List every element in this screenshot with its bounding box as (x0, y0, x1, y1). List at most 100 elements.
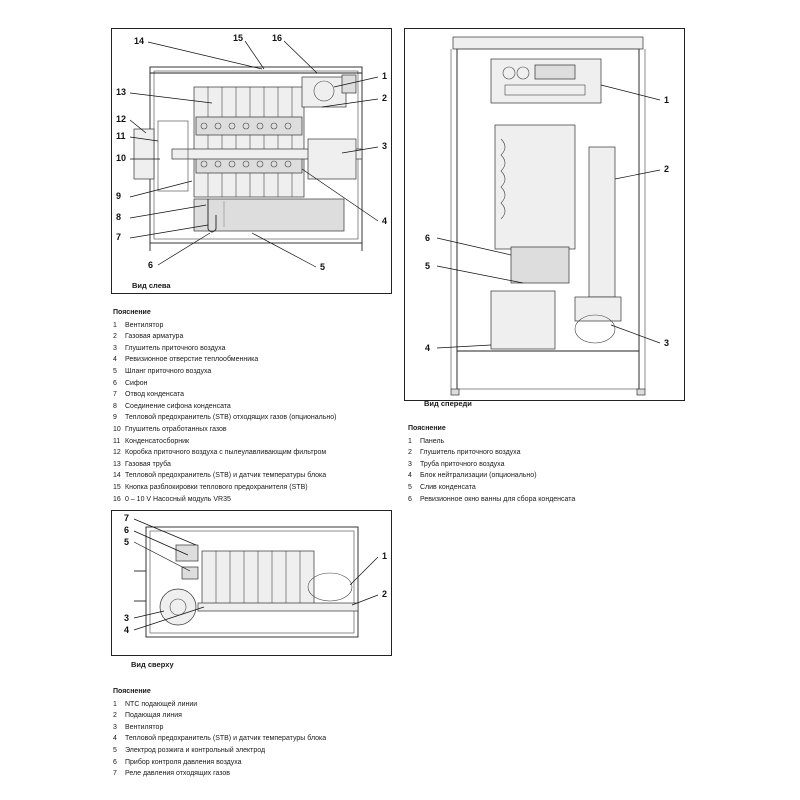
legend-item-number: 6 (113, 758, 117, 766)
top-view-drawing: 7 6 5 1 2 3 4 (124, 513, 387, 638)
callout-5: 5 (425, 261, 430, 271)
legend-item-text: Прибор контроля давления воздуха (125, 758, 242, 766)
callout-10: 10 (116, 153, 126, 163)
legend-item-text: Электрод розжига и контрольный электрод (125, 746, 266, 754)
callout-15: 15 (233, 33, 243, 43)
legend-item-number: 5 (113, 746, 117, 754)
legend-item-text: Слив конденсата (420, 483, 476, 491)
legend-item-number: 4 (408, 472, 412, 480)
callout-4: 4 (124, 625, 129, 635)
legend-item-text: Кнопка разблокировки теплового предохран… (125, 483, 308, 491)
callout-9: 9 (116, 191, 121, 201)
legend-item: 5 Электрод розжига и контрольный электрод (113, 745, 403, 757)
callout-6: 6 (148, 260, 153, 270)
legend-item-text: Ревизионное отверстие теплообменника (125, 356, 259, 364)
legend-item-number: 3 (113, 344, 117, 352)
callout-13: 13 (116, 87, 126, 97)
legend-item-text: Подающая линия (125, 712, 182, 720)
legend-title: Пояснение (113, 309, 151, 316)
heat-exchanger (193, 86, 305, 198)
callout-5: 5 (124, 537, 129, 547)
legend-item-number: 3 (113, 723, 117, 731)
legend-title: Пояснение (113, 688, 151, 695)
legend-item: 1 NTC подающей линии (113, 699, 403, 711)
legend-item: 14 Тепловой предохранитель (STB) и датчик… (113, 470, 403, 482)
legend-item-number: 9 (113, 414, 117, 422)
front-view-panel: 1 2 6 5 3 4 (404, 28, 685, 401)
legend-item-text: Глушитель приточного воздуха (125, 344, 226, 352)
callout-16: 16 (272, 33, 282, 43)
front-view-caption: Вид спереди (424, 399, 472, 408)
legend-item: 6 Ревизионное окно ванны для сбора конден… (408, 494, 678, 506)
legend-item-text: Коробка приточного воздуха с пылеулавлив… (125, 449, 327, 457)
left-view-panel: 14 15 16 1 2 13 12 11 10 3 9 8 4 7 6 5 В… (111, 28, 392, 294)
callout-1: 1 (382, 71, 387, 81)
callout-4: 4 (382, 216, 387, 226)
legend-item-number: 2 (113, 712, 117, 720)
legend-item: 10 Глушитель отработанных газов (113, 424, 403, 436)
callout-3: 3 (124, 613, 129, 623)
callout-2: 2 (664, 164, 669, 174)
legend-item-text: Панель (420, 437, 445, 445)
legend-item-number: 7 (113, 391, 117, 399)
legend-item-number: 14 (113, 472, 121, 480)
callout-2: 2 (382, 93, 387, 103)
legend-item-number: 7 (113, 770, 117, 778)
legend-item-number: 3 (408, 460, 412, 468)
legend-item-text: Ревизионное окно ванны для сбора конденс… (420, 495, 576, 503)
legend-item-text: Газовая труба (125, 460, 171, 468)
legend-item-number: 8 (113, 402, 117, 410)
legend-item: 3 Труба приточного воздуха (408, 459, 678, 471)
legend-item-number: 4 (113, 356, 117, 364)
fan-assembly (301, 74, 357, 108)
legend-item-text: Труба приточного воздуха (420, 460, 505, 468)
callout-1: 1 (382, 551, 387, 561)
legend-item-number: 2 (113, 333, 117, 341)
legend-item-number: 2 (408, 449, 412, 457)
legend-item-number: 15 (113, 483, 121, 491)
legend-item-text: Вентилятор (125, 321, 164, 329)
legend-item-number: 1 (408, 437, 412, 445)
legend-item-text: Тепловой предохранитель (STB) отходящих … (125, 414, 337, 422)
legend-item-number: 1 (113, 700, 117, 708)
callout-14: 14 (134, 36, 144, 46)
heat-exchanger-top (201, 550, 315, 608)
legend-item-text: Блок нейтрализации (опционально) (420, 472, 537, 480)
legend-item-text: Глушитель отработанных газов (125, 425, 227, 433)
legend-item: 2 Подающая линия (113, 710, 403, 722)
legend-item-number: 6 (408, 495, 412, 503)
legend-item-text: Сифон (125, 379, 148, 387)
legend-item: 3 Глушитель приточного воздуха (113, 343, 403, 355)
legend-item-number: 16 (113, 495, 121, 503)
callout-7: 7 (124, 513, 129, 523)
legend-title: Пояснение (408, 425, 446, 432)
legend-item-text: Тепловой предохранитель (STB) и датчик т… (125, 472, 327, 480)
top-view-panel: 7 6 5 1 2 3 4 (111, 510, 392, 656)
legend-item-text: Глушитель приточного воздуха (420, 449, 521, 457)
legend-item-text: Вентилятор (125, 723, 164, 731)
callout-7: 7 (116, 232, 121, 242)
legend-item-number: 11 (113, 437, 121, 445)
left-view-drawing: 14 15 16 1 2 13 12 11 10 3 9 8 4 7 6 5 (116, 33, 387, 272)
legend-item-text: NTC подающей линии (125, 700, 198, 708)
top-view-caption: Вид сверху (131, 660, 174, 669)
legend-item: 3 Вентилятор (113, 722, 403, 734)
callout-6: 6 (124, 525, 129, 535)
legend-item-number: 10 (113, 425, 121, 433)
callout-4: 4 (425, 343, 430, 353)
legend-item: 15 Кнопка разблокировки теплового предохр… (113, 482, 403, 494)
legend-item: 9 Тепловой предохранитель (STB) отходящих… (113, 412, 403, 424)
legend-item-number: 6 (113, 379, 117, 387)
front-view-legend: Пояснение 1 Панель 2 Глушитель приточного в… (408, 423, 678, 505)
callout-5: 5 (320, 262, 325, 272)
